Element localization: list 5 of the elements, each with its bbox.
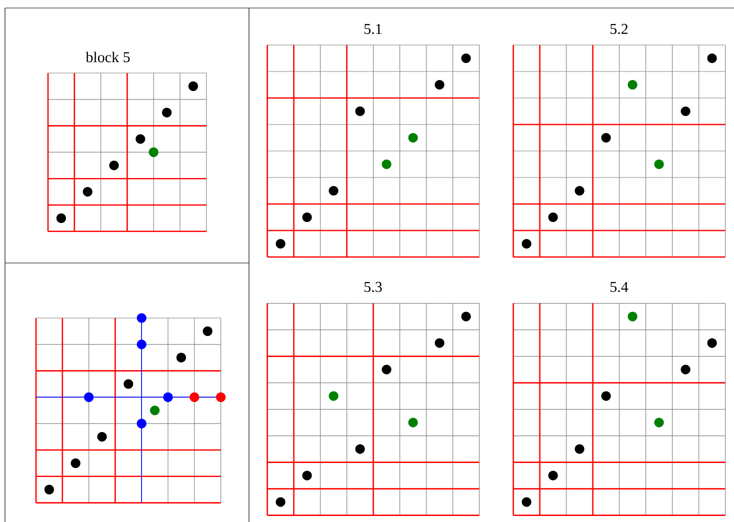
grid-title: 5.1 [364,24,382,34]
grid-title: 5.2 [610,24,628,34]
grid-title: 5.4 [610,282,628,292]
grid-title: block 5 [86,52,130,62]
grid-title: 5.3 [364,282,382,292]
